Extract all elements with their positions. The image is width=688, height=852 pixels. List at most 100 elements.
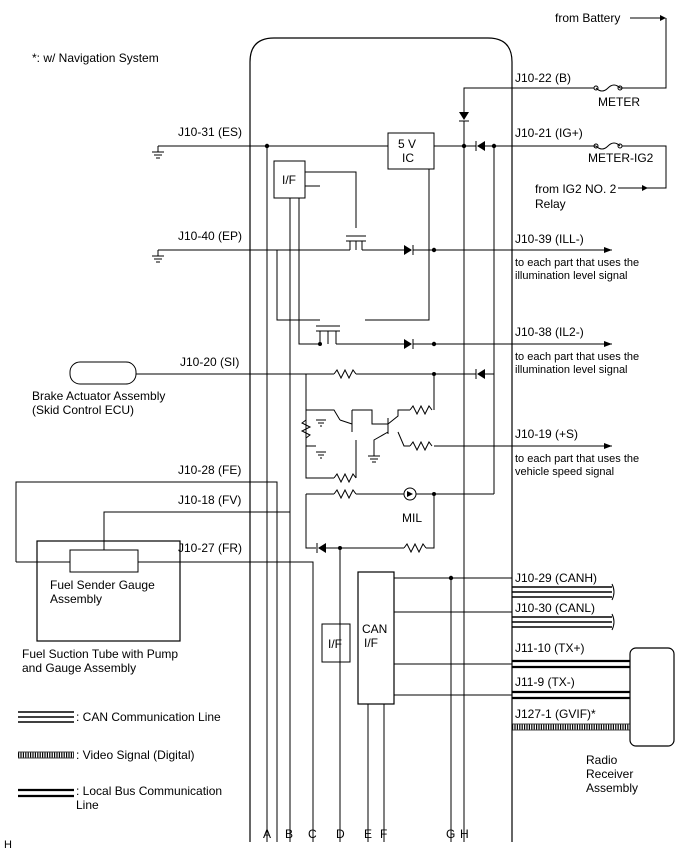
brake-actuator-label-2: (Skid Control ECU) [32,403,134,417]
fuel-sender-label-1: Fuel Sender Gauge [50,578,155,592]
pin-gvif-label: J127-1 (GVIF)* [515,707,596,721]
terminal-b: B [285,827,293,841]
meter-fuse-icon [595,84,621,92]
ic-5v-label-2: IC [402,151,414,165]
if-to-fet-wire [305,171,357,228]
meter-body-outline [249,37,513,842]
can-if-label-2: I/F [364,636,378,650]
illum-2-text-1: to each part that uses the [515,351,639,363]
radio-label-1: Radio [586,753,618,767]
mil-resistor-icon [333,488,357,500]
legend-can-label: : CAN Communication Line [76,710,221,724]
pin-ill-label: J10-39 (ILL-) [515,232,584,246]
can-if-box [357,571,395,705]
b-wire [463,87,594,112]
from-battery-label: from Battery [555,11,620,25]
pin-ep-label: J10-40 (EP) [178,229,242,243]
pin-ig-label: J10-21 (IG+) [515,126,583,140]
terminal-g: G [446,827,455,841]
fr-resistor-icon [403,542,427,554]
ig2-feed-wire [622,145,667,189]
pin-es-label: J10-31 (ES) [178,125,242,139]
fet-2-source-wire [298,198,320,345]
speed-resistor-3 [409,404,433,416]
ic-output-wire [365,169,430,321]
b-diode-icon [459,112,469,120]
pin-canh-label: J10-29 (CANH) [515,571,597,585]
transistor-2-icon [387,409,410,425]
si-resistor-icon [333,368,357,380]
ic-5v-label-1: 5 V [398,137,416,151]
terminal-e: E [364,827,372,841]
mil-label: MIL [402,511,422,525]
canh-line [512,583,615,601]
gvif-line [512,723,630,731]
canl-line [512,613,615,631]
fr-wire [138,561,314,842]
radio-label-2: Receiver [586,767,633,781]
brake-actuator-label-1: Brake Actuator Assembly [32,389,165,403]
terminal-d: D [336,827,345,841]
speed-resistor-4 [409,440,433,452]
from-ig2-label-2: Relay [535,197,566,211]
battery-feed-wire [620,18,667,89]
terminal-h: H [460,827,469,841]
fr-diode-icon [318,543,326,553]
brake-actuator-box [69,361,137,385]
legend-local-label-1: : Local Bus Communication [76,784,222,798]
speed-resistor-2 [300,419,312,439]
fe-wire [15,481,278,842]
figure-code: H [4,839,12,851]
pin-canl-label: J10-30 (CANL) [515,601,595,615]
radio-label-3: Assembly [586,781,638,795]
from-ig2-label-1: from IG2 NO. 2 [535,182,617,196]
fuel-suction-label-2: and Gauge Assembly [22,661,136,675]
fuel-suction-box [36,540,181,642]
can-if-label-1: CAN [362,622,387,636]
pin-si-label: J10-20 (SI) [180,355,239,369]
terminal-c: C [308,827,317,841]
fuel-suction-label-1: Fuel Suction Tube with Pump [22,647,178,661]
speed-text-1: to each part that uses the [515,453,639,465]
if-label-1: I/F [282,173,296,187]
legend-can-icon [18,711,74,723]
meter-fuse-label: METER [598,95,640,109]
if-box-2 [321,623,351,663]
pin-fr-label: J10-27 (FR) [178,541,242,555]
pin-fv-label: J10-18 (FV) [178,493,241,507]
pin-txm-label: J11-9 (TX-) [515,675,575,689]
illum-2-text-2: illumination level signal [515,364,628,376]
ig-diode-icon [477,141,485,151]
txp-line [512,659,630,669]
il2-control-wire [276,250,320,321]
legend-video-icon [18,751,74,759]
ic-5v-box [387,132,435,170]
speed-resistor-1 [333,472,357,484]
fv-wire [103,511,290,550]
pin-il2-label: J10-38 (IL2-) [515,325,584,339]
il2-diode-icon [404,339,412,349]
ill-diode-icon [404,245,412,255]
speed-text-2: vehicle speed signal [515,466,614,478]
terminal-a: A [263,827,271,841]
legend-local-label-2: Line [76,798,99,812]
pin-fe-label: J10-28 (FE) [178,463,241,477]
pin-txp-label: J11-10 (TX+) [515,641,584,655]
speed-left-wire [305,374,334,479]
txm-line [512,690,630,700]
meter-ig2-label: METER-IG2 [588,151,654,165]
fuel-sender-label-2: Assembly [50,592,102,606]
meter-ig2-fuse-icon [595,142,621,150]
illum-1-text-2: illumination level signal [515,270,628,282]
legend-local-icon [18,788,74,798]
illum-1-text-1: to each part that uses the [515,257,639,269]
pin-b-label: J10-22 (B) [515,71,571,85]
radio-receiver-box [629,647,675,747]
battery-arrow-head [660,15,666,21]
pin-s-label: J10-19 (+S) [515,427,578,441]
transistor-1-icon [316,409,341,421]
fuel-sender-box [69,549,139,573]
if-label-2: I/F [328,637,342,651]
legend-video-label: : Video Signal (Digital) [76,748,195,762]
